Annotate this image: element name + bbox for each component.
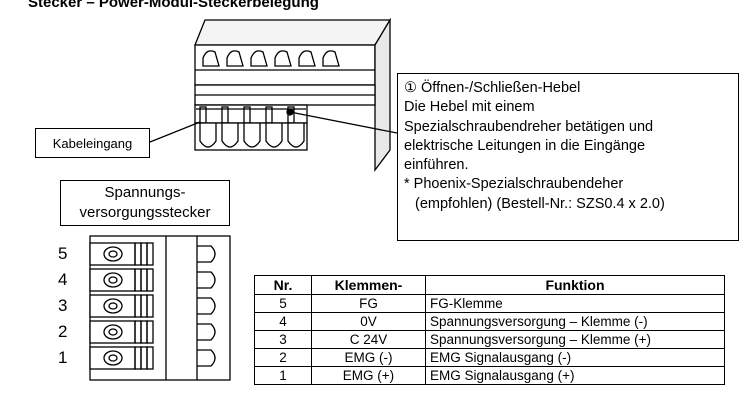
- power-connector-label-line2: versorgungsstecker: [79, 204, 211, 221]
- cell-funktion: Spannungsversorgung – Klemme (-): [425, 312, 725, 331]
- callout-line: einführen.: [404, 157, 469, 174]
- power-connector-label: Spannungs- versorgungsstecker: [60, 180, 230, 226]
- cable-entry-label: Kabeleingang: [35, 128, 150, 158]
- table-row: 3 C 24V Spannungsversorgung – Klemme (+): [254, 330, 725, 349]
- connector-front-drawing: [89, 235, 231, 381]
- header-nr: Nr.: [254, 275, 312, 295]
- lever-callout-box: ① Öffnen-/Schließen-Hebel Die Hebel mit …: [397, 73, 739, 241]
- callout-line: Die Hebel mit einem: [404, 99, 535, 116]
- table-row: 4 0V Spannungsversorgung – Klemme (-): [254, 312, 725, 331]
- table-header-row: Nr. Klemmen- Funktion: [254, 275, 725, 295]
- cell-klemme: EMG (-): [311, 348, 426, 367]
- page-title: Stecker – Power-Modul-Steckerbelegung: [28, 0, 319, 11]
- callout-line: ① Öffnen-/Schließen-Hebel: [404, 80, 581, 96]
- pin-number: 2: [58, 322, 68, 341]
- cell-funktion: EMG Signalausgang (-): [425, 348, 725, 367]
- pin-number: 1: [58, 348, 68, 367]
- cell-klemme: 0V: [311, 312, 426, 331]
- power-connector-label-line1: Spannungs-: [104, 184, 186, 201]
- cell-funktion: Spannungsversorgung – Klemme (+): [425, 330, 725, 349]
- cell-nr: 4: [254, 312, 312, 331]
- table-row: 2 EMG (-) EMG Signalausgang (-): [254, 348, 725, 367]
- cell-nr: 5: [254, 294, 312, 313]
- cell-klemme: FG: [311, 294, 426, 313]
- cell-nr: 2: [254, 348, 312, 367]
- pin-assignment-table: Nr. Klemmen- Funktion 5 FG FG-Klemme 4 0…: [254, 275, 725, 385]
- table-row: 1 EMG (+) EMG Signalausgang (+): [254, 366, 725, 385]
- cell-klemme: C 24V: [311, 330, 426, 349]
- pin-number: 3: [58, 296, 68, 315]
- connector-3d-drawing: [149, 17, 398, 172]
- header-klemmen: Klemmen-: [311, 275, 426, 295]
- cell-funktion: FG-Klemme: [425, 294, 725, 313]
- cell-klemme: EMG (+): [311, 366, 426, 385]
- pin-number: 5: [58, 244, 68, 263]
- cell-nr: 3: [254, 330, 312, 349]
- cell-funktion: EMG Signalausgang (+): [425, 366, 725, 385]
- callout-line: * Phoenix-Spezialschraubendeher: [404, 176, 624, 193]
- callout-line: Spezialschraubendreher betätigen und: [404, 118, 654, 135]
- callout-line: elektrische Leitungen in die Eingänge: [404, 137, 646, 154]
- callout-line: (empfohlen) (Bestell-Nr.: SZS0.4 x 2.0): [415, 195, 665, 212]
- header-funktion: Funktion: [425, 275, 725, 295]
- table-row: 5 FG FG-Klemme: [254, 294, 725, 313]
- cell-nr: 1: [254, 366, 312, 385]
- pin-number: 4: [58, 270, 68, 289]
